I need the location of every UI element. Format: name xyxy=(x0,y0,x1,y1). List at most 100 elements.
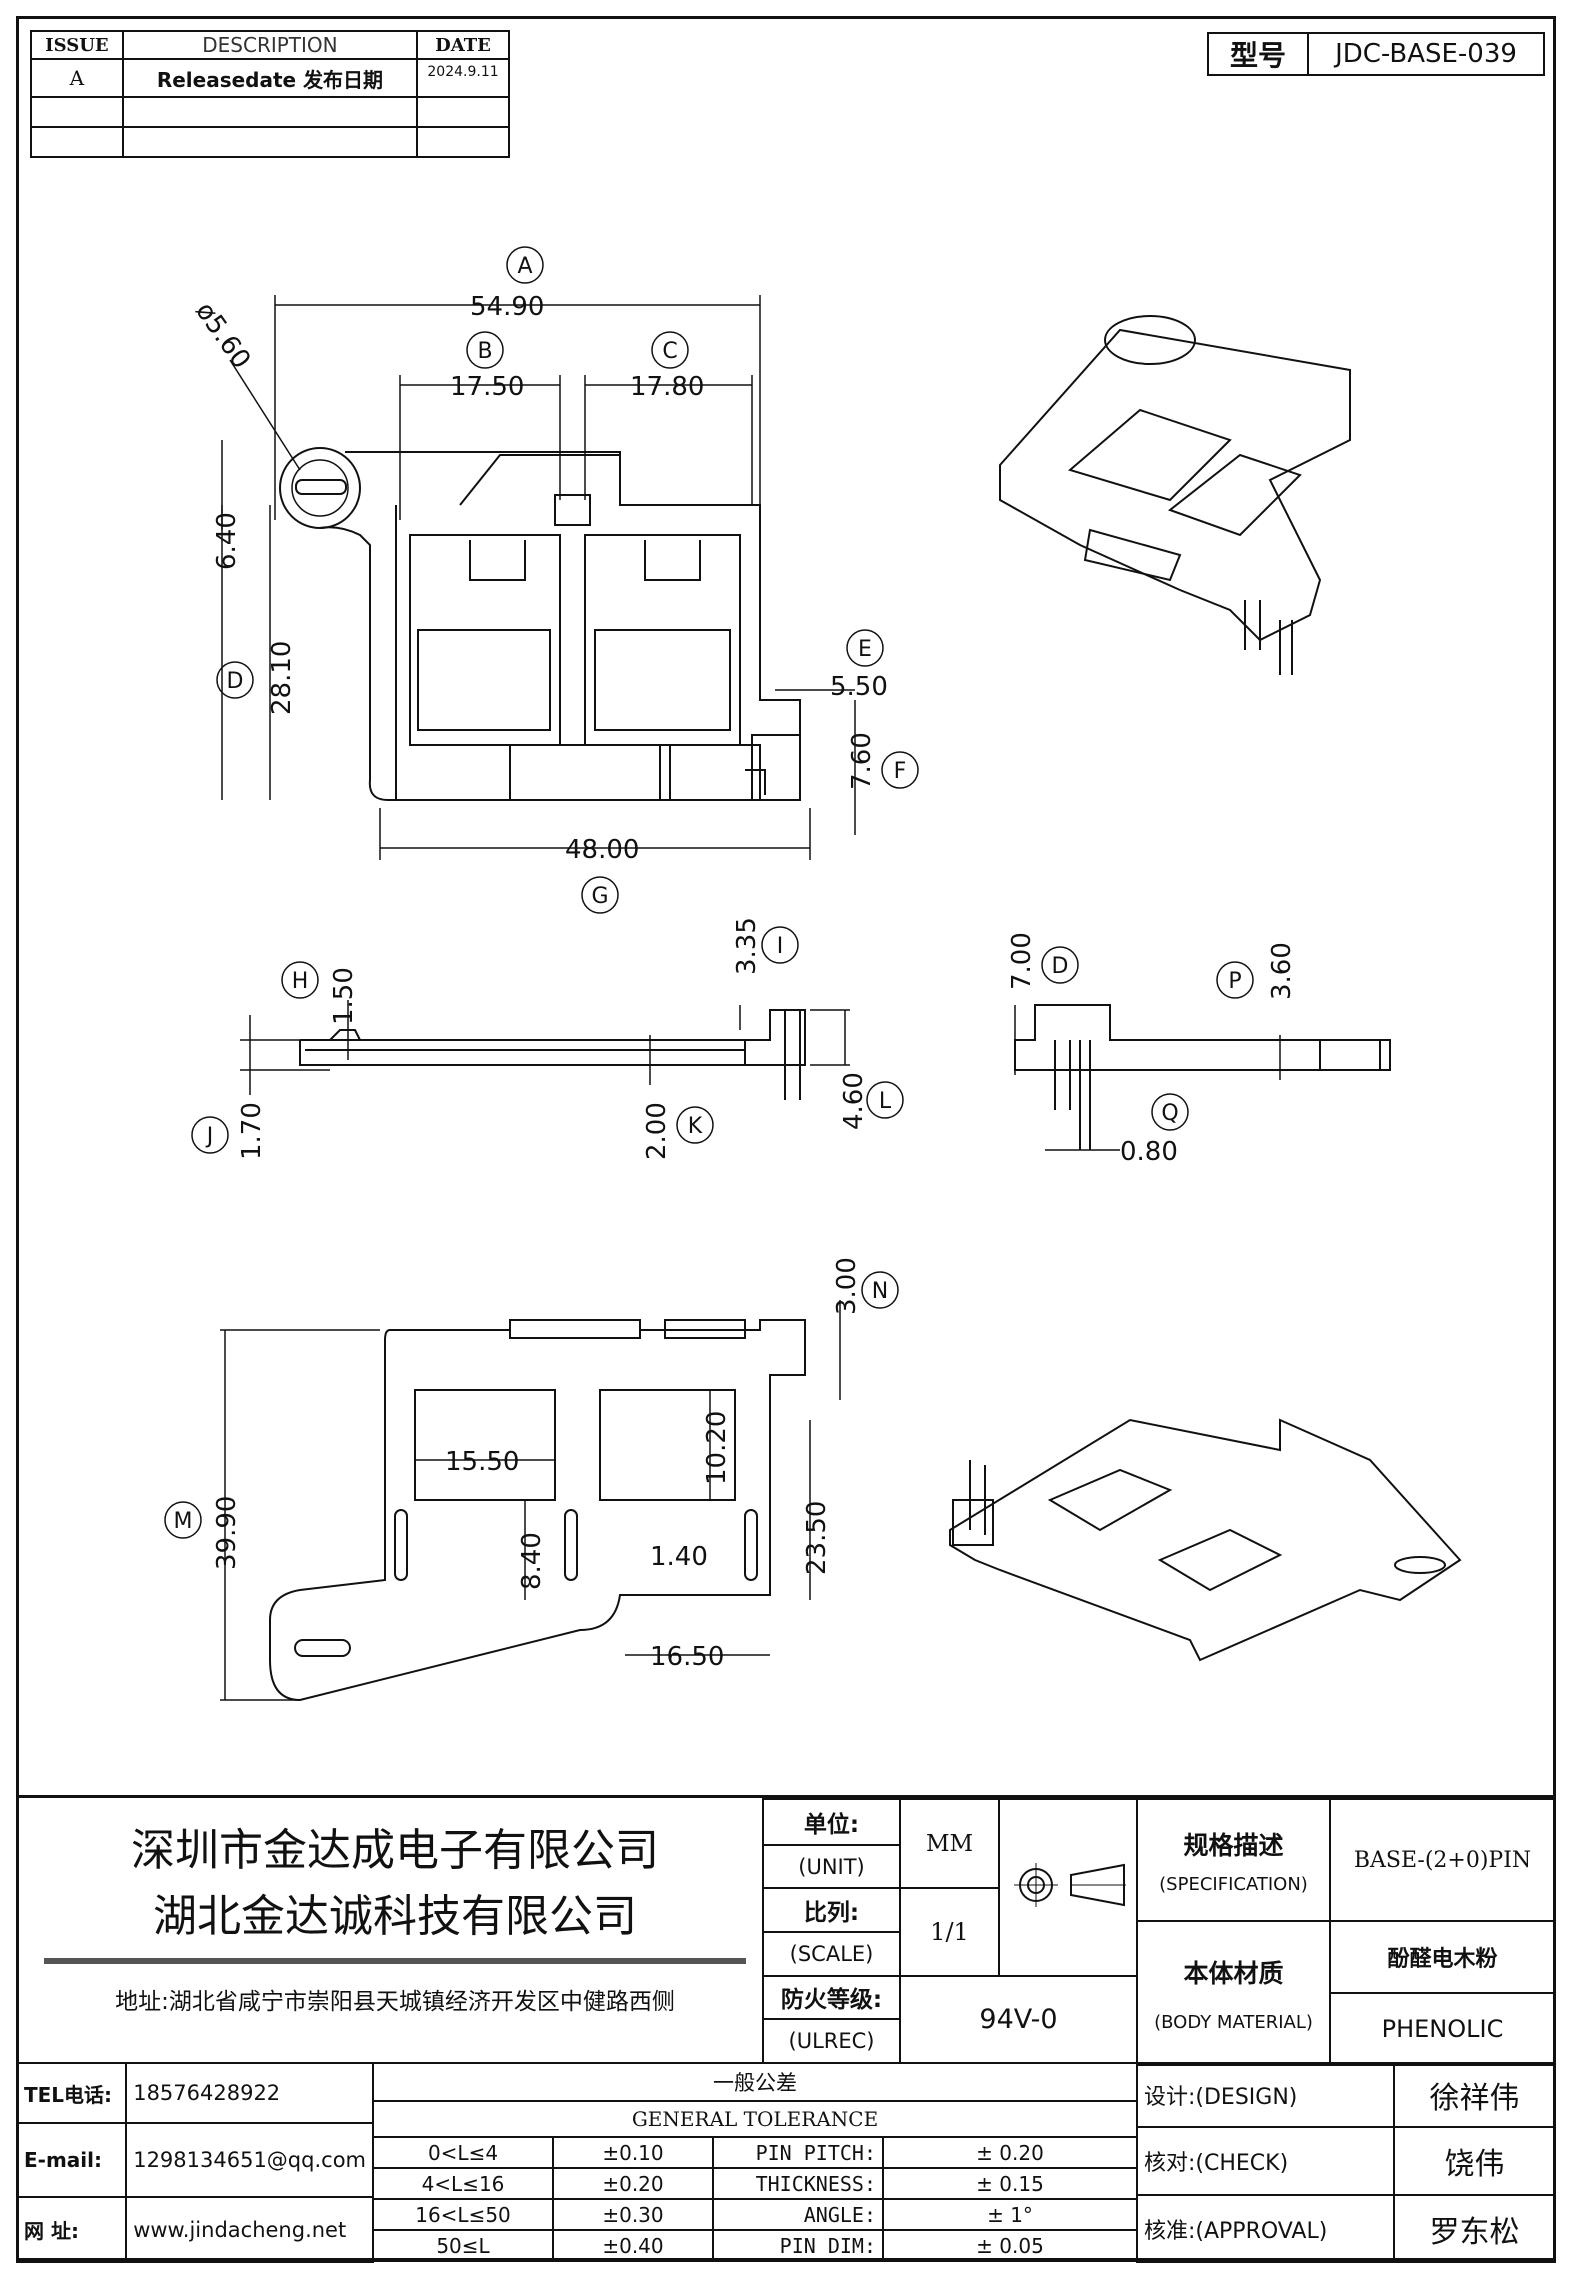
specification-table: 规格描述 (SPECIFICATION) BASE-(2+0)PIN 本体材质 … xyxy=(1136,1798,1556,2066)
material-label-cn: 本体材质 xyxy=(1183,1958,1284,1988)
svg-text:P: P xyxy=(1228,969,1241,994)
top-dimensions xyxy=(221,295,856,860)
design-label: 设计:(DESIGN) xyxy=(1136,2062,1395,2128)
tolerance-item: PIN PITCH: xyxy=(712,2136,884,2169)
unit-label: 单位: xyxy=(762,1798,901,1846)
spec-label: 规格描述 (SPECIFICATION) xyxy=(1136,1798,1331,1922)
svg-text:G: G xyxy=(591,884,608,909)
svg-text:F: F xyxy=(894,759,907,784)
model-box: 型号 JDC-BASE-039 xyxy=(1207,32,1545,76)
unit-label-en: (UNIT) xyxy=(762,1843,901,1890)
contact-table: TEL电话: 18576428922 E-mail: 1298134651@qq… xyxy=(15,2062,374,2263)
scale-label-en: (SCALE) xyxy=(762,1931,901,1977)
balloon-q: Q xyxy=(1151,1093,1189,1131)
svg-text:K: K xyxy=(688,1114,703,1139)
balloon-a: A xyxy=(506,246,544,284)
projection-symbol xyxy=(997,1798,1139,1977)
tolerance-item: THICKNESS: xyxy=(712,2167,884,2200)
balloon-d2: D xyxy=(1041,946,1079,984)
website-value: www.jindacheng.net xyxy=(125,2196,374,2263)
check-label: 核对:(CHECK) xyxy=(1136,2126,1395,2196)
tolerance-range: 50≤L xyxy=(372,2229,554,2262)
tolerance-item-value: ± 1° xyxy=(882,2198,1138,2231)
dim-o-value: 7.00 xyxy=(1007,932,1037,990)
balloon-j: J xyxy=(191,1116,229,1154)
approval-label: 核准:(APPROVAL) xyxy=(1136,2194,1395,2263)
model-value: JDC-BASE-039 xyxy=(1307,32,1545,76)
tolerance-range: 16<L≤50 xyxy=(372,2198,554,2231)
svg-text:Q: Q xyxy=(1161,1101,1178,1126)
tolerance-value: ±0.10 xyxy=(552,2136,714,2169)
material-label: 本体材质 (BODY MATERIAL) xyxy=(1136,1920,1331,2066)
balloon-p: P xyxy=(1216,961,1254,999)
description-cell xyxy=(121,126,419,158)
side-view-front xyxy=(299,1009,806,1100)
svg-text:D: D xyxy=(1052,954,1069,979)
dim-640-value: 6.40 xyxy=(212,512,242,570)
company-block: 深圳市金达成电子有限公司 湖北金达诚科技有限公司 地址:湖北省咸宁市崇阳县天城镇… xyxy=(30,1808,760,2030)
website-label: 网 址: xyxy=(15,2196,128,2263)
tolerance-item: ANGLE: xyxy=(712,2198,884,2231)
dim-i-value: 3.35 xyxy=(732,917,762,975)
dim-840-value: 8.40 xyxy=(517,1532,547,1590)
dim-j-value: 1.70 xyxy=(237,1102,267,1160)
dim-a-value: 54.90 xyxy=(470,292,544,322)
svg-text:H: H xyxy=(292,969,309,994)
fire-rating-label: 防火等级: xyxy=(762,1974,901,2021)
svg-text:I: I xyxy=(777,934,784,959)
dim-d-value: 28.10 xyxy=(267,641,297,715)
dim-m-value: 39.90 xyxy=(212,1496,242,1570)
material-label-en: (BODY MATERIAL) xyxy=(1154,2011,1313,2033)
balloon-l: L xyxy=(866,1081,904,1119)
date-cell: 2024.9.11 xyxy=(416,58,510,98)
tolerance-item-value: ± 0.15 xyxy=(882,2167,1138,2200)
balloon-g: G xyxy=(581,876,619,914)
spec-label-cn: 规格描述 xyxy=(1183,1830,1284,1860)
tolerance-range: 4<L≤16 xyxy=(372,2167,554,2200)
approval-table: 设计:(DESIGN) 徐祥伟 核对:(CHECK) 饶伟 核准:(APPROV… xyxy=(1136,2062,1556,2263)
tolerance-value: ±0.30 xyxy=(552,2198,714,2231)
balloon-h: H xyxy=(281,961,319,999)
tolerance-title-cn: 一般公差 xyxy=(372,2062,1138,2102)
balloon-m: M xyxy=(164,1501,202,1539)
svg-text:L: L xyxy=(879,1089,892,1114)
unit-scale-table: 单位: MM (UNIT) 比列: 1/1 (SCALE) 防火等级: 94V-… xyxy=(762,1797,1139,2065)
dim-g-value: 48.00 xyxy=(565,835,639,865)
spec-value: BASE-(2+0)PIN xyxy=(1329,1798,1556,1922)
balloon-f: F xyxy=(881,751,919,789)
balloon-i: I xyxy=(761,926,799,964)
description-cell: Releasedate 发布日期 xyxy=(121,58,419,98)
email-value: 1298134651@qq.com xyxy=(125,2122,374,2198)
svg-text:J: J xyxy=(205,1124,214,1149)
tolerance-value: ±0.20 xyxy=(552,2167,714,2200)
tolerance-item: PIN DIM: xyxy=(712,2229,884,2262)
dim-q-value: 0.80 xyxy=(1120,1137,1178,1167)
company-address: 地址:湖北省咸宁市崇阳县天城镇经济开发区中健路西侧 xyxy=(115,1989,675,2015)
material-value-cn: 酚醛电木粉 xyxy=(1329,1920,1556,1994)
dim-f-value: 7.60 xyxy=(847,732,877,790)
approval-signature: 罗东松 xyxy=(1393,2194,1556,2263)
dim-n-value: 3.00 xyxy=(832,1257,862,1315)
scale-label: 比列: xyxy=(762,1887,901,1933)
bottom-view xyxy=(269,1319,806,1702)
side-front-dimensions xyxy=(240,1000,850,1095)
dim-h-value: 1.50 xyxy=(329,967,359,1025)
dim-1550-value: 15.50 xyxy=(445,1447,519,1477)
tolerance-title-en: GENERAL TOLERANCE xyxy=(372,2100,1138,2138)
side-right-dimensions xyxy=(1014,1005,1281,1151)
date-header: DATE xyxy=(416,30,510,60)
balloon-k: K xyxy=(676,1106,714,1144)
tolerance-range: 0<L≤4 xyxy=(372,2136,554,2169)
design-signature: 徐祥伟 xyxy=(1393,2062,1556,2128)
tolerance-item-value: ± 0.05 xyxy=(882,2229,1138,2262)
description-cell xyxy=(121,96,419,128)
description-header: DESCRIPTION xyxy=(121,30,419,60)
svg-text:C: C xyxy=(662,339,677,364)
divider xyxy=(44,1958,746,1964)
date-cell xyxy=(416,126,510,158)
dim-1650-value: 16.50 xyxy=(650,1642,724,1672)
model-label: 型号 xyxy=(1207,32,1309,76)
balloon-b: B xyxy=(466,331,504,369)
balloon-c: C xyxy=(651,331,689,369)
svg-text:B: B xyxy=(477,339,492,364)
